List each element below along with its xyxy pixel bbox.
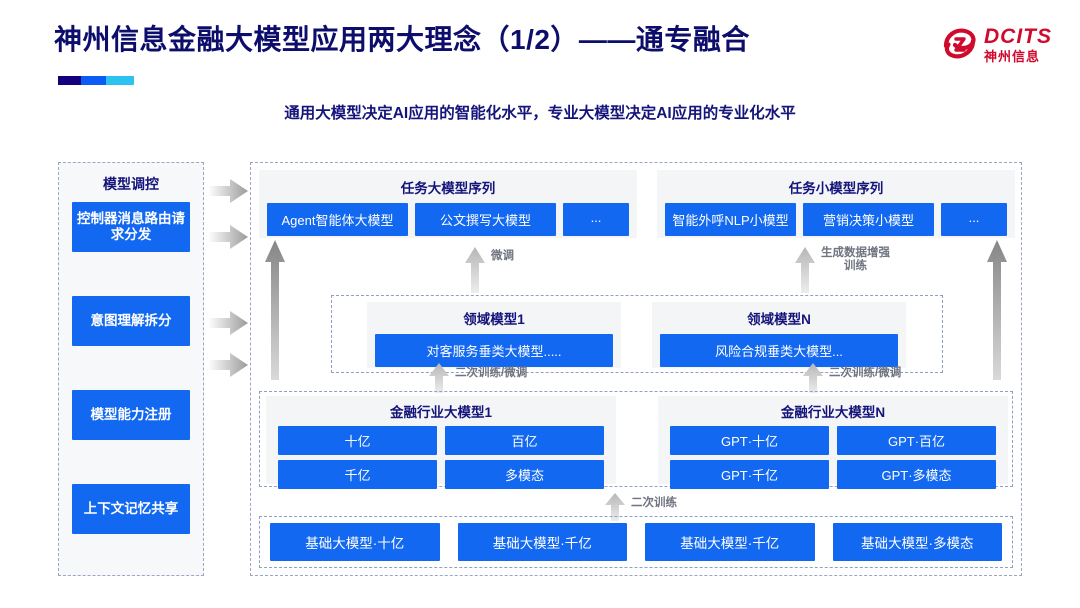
- task-sequence-row: 任务大模型序列 Agent智能体大模型 公文撰写大模型 ... 任务小模型序列 …: [259, 170, 1015, 238]
- chip-document-writing-model[interactable]: 公文撰写大模型: [415, 203, 556, 236]
- domain-model-n-chip[interactable]: 风险合规垂类大模型...: [660, 334, 898, 367]
- domain-model-1-box: 领域模型1 对客服务垂类大模型.....: [367, 302, 621, 368]
- chip-outbound-nlp-model[interactable]: 智能外呼NLP小模型: [665, 203, 796, 236]
- base-model-qianyi-1[interactable]: 基础大模型·千亿: [457, 523, 627, 561]
- industry-1-cell-qianyi[interactable]: 千亿: [278, 460, 437, 489]
- accent-segment-2: [80, 76, 106, 85]
- domain-model-n-title: 领域模型N: [747, 312, 811, 327]
- dcits-swirl-icon: [940, 24, 980, 64]
- chip-agent-large-model[interactable]: Agent智能体大模型: [267, 203, 408, 236]
- industry-model-n-grid: GPT·十亿 GPT·百亿 GPT·千亿 GPT·多模态: [658, 421, 1008, 489]
- chip-marketing-decision-model[interactable]: 营销决策小模型: [803, 203, 934, 236]
- arrow-data-augment: [795, 247, 815, 293]
- sidebar-item-controller-routing[interactable]: 控制器消息路由请求分发: [72, 202, 190, 252]
- arrow-retrain: [605, 493, 625, 521]
- connector-label-finetune: 微调: [491, 250, 514, 262]
- architecture-panel: 任务大模型序列 Agent智能体大模型 公文撰写大模型 ... 任务小模型序列 …: [250, 162, 1022, 576]
- base-model-shiyi[interactable]: 基础大模型·十亿: [270, 523, 440, 561]
- task-large-model-group: 任务大模型序列 Agent智能体大模型 公文撰写大模型 ...: [259, 170, 637, 238]
- vertical-arrow-left: [265, 240, 285, 380]
- industry-1-cell-shiyi[interactable]: 十亿: [278, 426, 437, 455]
- page-title: 神州信息金融大模型应用两大理念（1/2）——通专融合: [54, 24, 750, 55]
- arrow-finetune: [465, 247, 485, 293]
- task-small-model-group: 任务小模型序列 智能外呼NLP小模型 营销决策小模型 ...: [657, 170, 1015, 238]
- base-model-multimodal[interactable]: 基础大模型·多模态: [832, 523, 1002, 561]
- domain-model-n-box: 领域模型N 风险合规垂类大模型...: [652, 302, 906, 368]
- sidebar-item-context-memory-sharing[interactable]: 上下文记忆共享: [72, 484, 190, 534]
- logo-wordmark: DCITS 神州信息: [984, 26, 1052, 63]
- industry-n-cell-gpt-shiyi[interactable]: GPT·十亿: [670, 426, 829, 455]
- connector-label-retrain-finetune-2: 二次训练/微调: [829, 367, 902, 379]
- task-large-model-chips: Agent智能体大模型 公文撰写大模型 ...: [259, 197, 637, 236]
- arrow-retrain-finetune-1: [429, 363, 449, 393]
- logo-en-text: DCITS: [984, 24, 1052, 48]
- task-small-model-chips: 智能外呼NLP小模型 营销决策小模型 ...: [657, 197, 1015, 236]
- industry-model-1-box: 金融行业大模型1 十亿 百亿 千亿 多模态: [266, 396, 616, 489]
- chip-task-small-more[interactable]: ...: [941, 203, 1007, 236]
- flow-arrow-right-3: [208, 310, 248, 336]
- accent-segment-1: [58, 76, 81, 85]
- logo-cn-text: 神州信息: [984, 48, 1041, 64]
- flow-arrow-right-4: [208, 352, 248, 378]
- vertical-arrow-right: [987, 240, 1007, 380]
- domain-model-1-title: 领域模型1: [463, 312, 525, 327]
- sidebar-item-intent-parsing[interactable]: 意图理解拆分: [72, 296, 190, 346]
- model-control-panel: 模型调控 控制器消息路由请求分发 意图理解拆分 模型能力注册 上下文记忆共享: [58, 162, 204, 576]
- industry-1-cell-baiyi[interactable]: 百亿: [445, 426, 604, 455]
- base-model-band: 基础大模型·十亿 基础大模型·千亿 基础大模型·千亿 基础大模型·多模态: [259, 516, 1013, 568]
- industry-1-cell-multimodal[interactable]: 多模态: [445, 460, 604, 489]
- connector-label-retrain: 二次训练: [631, 497, 677, 509]
- task-small-model-title: 任务小模型序列: [788, 181, 884, 196]
- industry-model-band: 金融行业大模型1 十亿 百亿 千亿 多模态 金融行业大模型N GPT·十亿 GP…: [259, 391, 1013, 489]
- connector-label-data-augment: 生成数据增强 训练: [821, 247, 890, 273]
- industry-model-n-box: 金融行业大模型N GPT·十亿 GPT·百亿 GPT·千亿 GPT·多模态: [658, 396, 1008, 489]
- arrow-retrain-finetune-2: [803, 363, 823, 393]
- industry-model-1-grid: 十亿 百亿 千亿 多模态: [266, 421, 616, 489]
- industry-n-cell-gpt-baiyi[interactable]: GPT·百亿: [837, 426, 996, 455]
- industry-model-n-title: 金融行业大模型N: [780, 405, 886, 420]
- flow-arrow-column: [206, 162, 250, 576]
- domain-model-band: 领域模型1 对客服务垂类大模型..... 领域模型N 风险合规垂类大模型...: [331, 295, 943, 373]
- task-large-model-title: 任务大模型序列: [400, 181, 496, 196]
- accent-segment-3: [105, 76, 134, 85]
- base-model-qianyi-2[interactable]: 基础大模型·千亿: [645, 523, 815, 561]
- sidebar-title: 模型调控: [103, 176, 159, 192]
- domain-model-1-chip[interactable]: 对客服务垂类大模型.....: [375, 334, 613, 367]
- accent-bar: [58, 76, 134, 85]
- sidebar-item-capability-registry[interactable]: 模型能力注册: [72, 390, 190, 440]
- industry-n-cell-gpt-multimodal[interactable]: GPT·多模态: [837, 460, 996, 489]
- flow-arrow-right-1: [208, 178, 248, 204]
- company-logo: DCITS 神州信息: [940, 20, 1068, 68]
- industry-n-cell-gpt-qianyi[interactable]: GPT·千亿: [670, 460, 829, 489]
- page-subtitle: 通用大模型决定AI应用的智能化水平，专业大模型决定AI应用的专业化水平: [284, 105, 796, 122]
- connector-label-retrain-finetune-1: 二次训练/微调: [455, 367, 528, 379]
- chip-task-large-more[interactable]: ...: [563, 203, 629, 236]
- flow-arrow-right-2: [208, 224, 248, 250]
- industry-model-1-title: 金融行业大模型1: [389, 405, 492, 420]
